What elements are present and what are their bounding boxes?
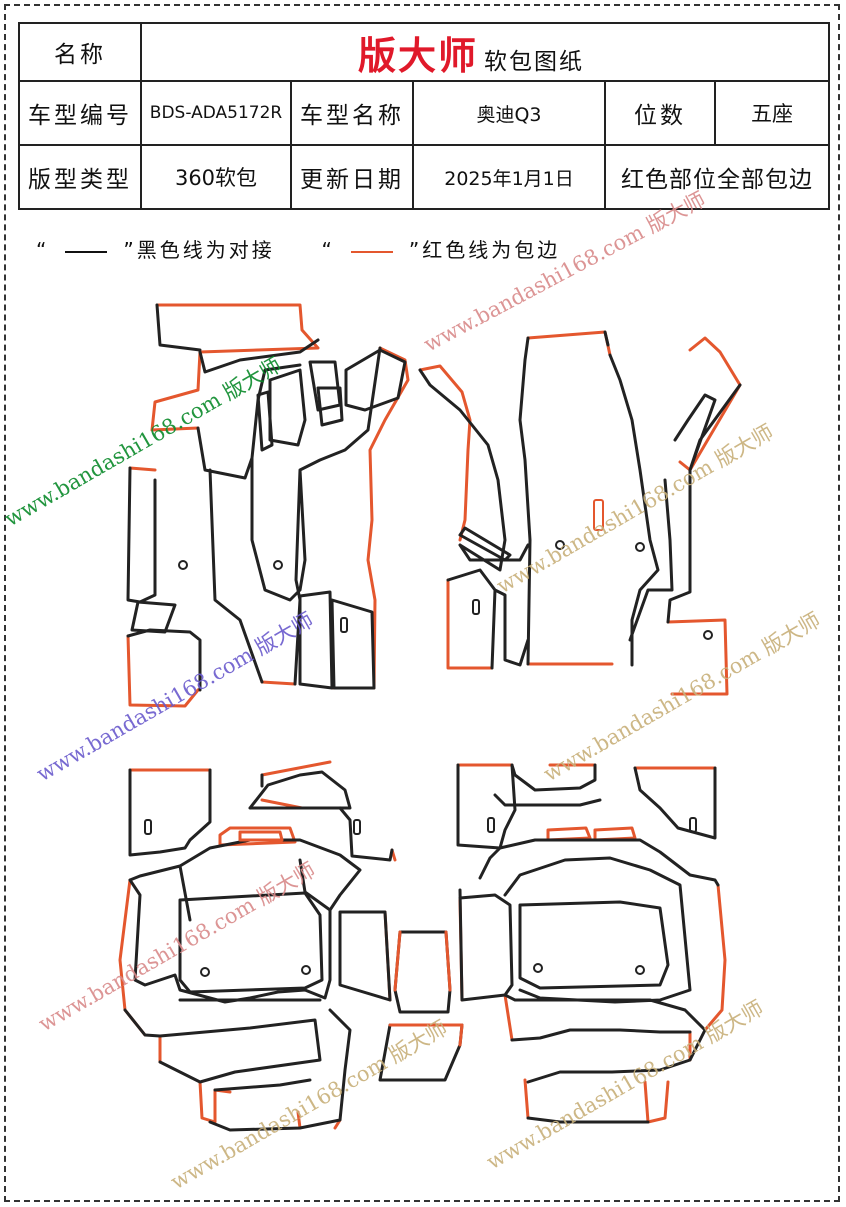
rr-hole-1 bbox=[533, 963, 543, 973]
fl-lower-piece-2 bbox=[330, 598, 376, 690]
rl-inner-window bbox=[178, 891, 324, 994]
rear-right-mat bbox=[456, 763, 727, 1124]
ct-upper-edge bbox=[393, 930, 452, 992]
rr-hole-2 bbox=[635, 965, 645, 975]
fl-inner-piece-4 bbox=[316, 386, 344, 427]
rl-handle-slot bbox=[238, 830, 284, 842]
rr-inner-window bbox=[518, 900, 670, 990]
fr-hole-2 bbox=[635, 542, 645, 552]
front-left-mat bbox=[126, 303, 410, 708]
fl-hole-1 bbox=[178, 560, 188, 570]
rl-slot-2 bbox=[353, 819, 361, 835]
edge-note: 红色部位全部包边 bbox=[603, 144, 831, 210]
fl-slot bbox=[340, 617, 348, 633]
rear-left-mat bbox=[118, 760, 397, 1132]
brand-title: 版大师 bbox=[358, 33, 479, 78]
rr-seam bbox=[456, 763, 720, 1124]
fl-inner-piece-2 bbox=[256, 390, 274, 452]
rr-slot-2 bbox=[689, 817, 697, 833]
rr-edge bbox=[456, 763, 727, 1124]
fr-edge bbox=[418, 330, 742, 696]
fl-hole-2 bbox=[273, 560, 283, 570]
fr-hole-3 bbox=[703, 630, 713, 640]
legend-black-open-quote: “ bbox=[36, 238, 50, 262]
legend-red-line bbox=[350, 250, 393, 253]
seats-label: 位数 bbox=[604, 80, 716, 146]
rl-slot-1 bbox=[144, 819, 152, 835]
fl-inner-piece-3 bbox=[308, 360, 342, 412]
model-code-value: BDS-ADA5172R bbox=[140, 80, 292, 146]
legend-black-close-quote: ” bbox=[123, 238, 137, 262]
legend-black-text: 黑色线为对接 bbox=[136, 238, 275, 262]
legend: “”黑色线为对接 “”红色线为包边 bbox=[36, 234, 560, 263]
center-tunnel-mat bbox=[378, 930, 464, 1082]
update-date-label: 更新日期 bbox=[290, 144, 414, 210]
rl-hole-2 bbox=[301, 965, 311, 975]
legend-red-text: 红色线为包边 bbox=[422, 238, 561, 262]
fl-lower-piece-1 bbox=[298, 590, 334, 690]
fr-hole-1 bbox=[555, 540, 565, 550]
legend-red-close-quote: ” bbox=[408, 238, 423, 262]
legend-black-line bbox=[65, 250, 108, 253]
page-title: 版大师软包图纸 bbox=[139, 22, 831, 82]
pattern-type-value: 360软包 bbox=[140, 144, 292, 210]
model-name-value: 奥迪Q3 bbox=[412, 80, 606, 146]
fr-slot-top bbox=[593, 499, 604, 531]
update-date-value: 2025年1月1日 bbox=[412, 144, 606, 210]
rr-slot-1 bbox=[487, 817, 495, 833]
ct-lower-edge bbox=[388, 1023, 464, 1047]
fr-insert bbox=[458, 526, 512, 562]
fr-seam bbox=[418, 330, 742, 670]
front-right-mat bbox=[418, 330, 742, 696]
legend-red-open-quote: “ bbox=[321, 238, 335, 262]
doc-title: 软包图纸 bbox=[484, 48, 585, 75]
fl-seam bbox=[126, 303, 382, 692]
page-border bbox=[4, 4, 840, 1202]
fr-slot bbox=[472, 599, 480, 615]
model-name-label: 车型名称 bbox=[290, 80, 414, 146]
rl-hole-1 bbox=[200, 967, 210, 977]
ct-upper bbox=[393, 930, 452, 1014]
info-table: 名称 版大师软包图纸 车型编号 BDS-ADA5172R 车型名称 奥迪Q3 位… bbox=[18, 22, 831, 210]
model-code-label: 车型编号 bbox=[18, 80, 142, 146]
name-label: 名称 bbox=[18, 22, 142, 82]
seats-value: 五座 bbox=[713, 80, 831, 146]
fl-inner-piece-5 bbox=[344, 348, 407, 412]
pattern-type-label: 版型类型 bbox=[18, 144, 142, 210]
